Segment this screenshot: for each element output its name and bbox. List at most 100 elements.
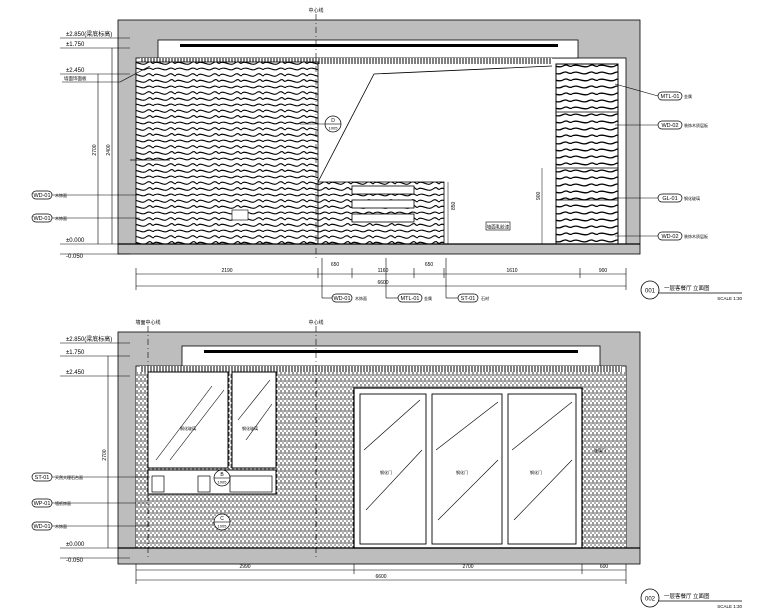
svg-text:WD-01: WD-01 (333, 296, 350, 302)
ceiling-trim (140, 58, 552, 64)
slope-line (317, 65, 553, 183)
svg-text:中心线: 中心线 (308, 319, 323, 326)
cabinet-drawer (351, 213, 415, 223)
vertical-dim-label: 2700 (92, 144, 98, 155)
svg-text:GL-01: GL-01 (662, 196, 677, 202)
svg-text:±2.450: ±2.450 (66, 370, 85, 376)
svg-text:1005: 1005 (218, 480, 228, 485)
callout-left-2: WD-01 木饰面 (31, 213, 140, 223)
callout-left-wd01: WD-01 木饰面 (31, 521, 150, 531)
callout-right-2: WD-02 装饰木质层板 (615, 120, 708, 130)
door-leaf-3 (507, 393, 577, 545)
svg-text:±1.750: ±1.750 (66, 350, 85, 356)
callout-left-1: WD-01 木饰面 (31, 190, 140, 200)
svg-text:1005: 1005 (218, 524, 228, 529)
dim-label: 1160 (378, 268, 389, 274)
svg-text:C: C (220, 516, 224, 522)
svg-text:2700: 2700 (462, 564, 473, 570)
glass-panel-left (147, 371, 229, 469)
wood-panel-left (135, 61, 319, 245)
level-markers: ±2.850(梁底标高) ±1.750 ±2.450 ±0.000 -0.050 (60, 335, 130, 564)
level-label: ±0.000 (66, 238, 85, 244)
callout-bottom-1: WD-01 木饰面 (321, 258, 367, 303)
ceiling-bulkhead (157, 39, 579, 59)
ceiling-trim (140, 366, 622, 372)
callout-right-3: GL-01 钢化玻璃 (615, 193, 700, 203)
title-block-001: 001 一层客餐厅 立面图 SCALE 1:30 (640, 280, 742, 301)
svg-text:石材: 石材 (481, 295, 489, 301)
svg-text:2990: 2990 (239, 564, 250, 570)
dim-label: 900 (599, 268, 608, 274)
svg-text:ST-01: ST-01 (35, 475, 50, 481)
elevation-001: 墙面乳胶漆 中心线 ±2.850(梁底标高) ±1.750 ±2.450 ±0.… (31, 7, 742, 303)
svg-text:金属: 金属 (424, 295, 432, 301)
svg-text:装饰木质层板: 装饰木质层板 (684, 233, 708, 239)
light-trough (180, 44, 558, 47)
svg-text:D: D (331, 118, 335, 124)
svg-text:±0.000: ±0.000 (66, 542, 85, 548)
svg-text:900: 900 (536, 191, 542, 200)
svg-text:SCALE 1:30: SCALE 1:30 (717, 296, 742, 301)
level-label: -0.050 (66, 254, 84, 260)
callout-right-1: MTL-01 金属 (614, 83, 692, 101)
ceiling-bulkhead (181, 345, 601, 367)
glass-label: 钢化玻璃 (180, 425, 196, 431)
svg-text:金属: 金属 (684, 93, 692, 99)
callout-left-st01: ST-01 天然大理石台面 (31, 472, 150, 482)
svg-text:WD-02: WD-02 (661, 234, 678, 240)
svg-text:B: B (220, 472, 224, 478)
title-block-002: 002 一层客餐厅 立面图 SCALE 1:30 (640, 588, 742, 609)
dimension-chain: 2990 2700 600 6600 (135, 564, 627, 584)
callout-right-4: WD-02 装饰木质层板 (615, 231, 708, 241)
cabinet-drawer (351, 199, 415, 209)
svg-text:墙面中心线: 墙面中心线 (135, 319, 160, 326)
level-label: ±2.450 (66, 68, 85, 74)
svg-text:6600: 6600 (375, 574, 386, 580)
callout-bottom-3: ST-01 石材 (445, 258, 489, 303)
svg-text:WD-01: WD-01 (33, 193, 50, 199)
svg-text:-0.050: -0.050 (66, 558, 84, 564)
svg-text:木饰面: 木饰面 (355, 295, 367, 301)
svg-text:WD-01: WD-01 (33, 216, 50, 222)
wall-label-box (485, 221, 511, 231)
dim-label: 650 (425, 262, 434, 268)
wall-label: 墙面乳胶漆 (487, 224, 510, 231)
svg-text:WD-01: WD-01 (33, 524, 50, 530)
svg-text:1005: 1005 (329, 126, 339, 131)
svg-text:600: 600 (600, 564, 609, 570)
svg-text:一层客餐厅 立面图: 一层客餐厅 立面图 (664, 284, 710, 292)
svg-text:WD-02: WD-02 (661, 123, 678, 129)
dim-label: 1610 (506, 268, 517, 274)
dim-label: 2190 (221, 268, 232, 274)
dim-label: 650 (331, 262, 340, 268)
door-label: 钢化门 (456, 469, 468, 475)
vertical-dim-label: 2400 (106, 144, 112, 155)
cabinet-drawer (351, 185, 415, 195)
glass-panel-small (231, 371, 277, 469)
dim-total: 6600 (377, 280, 388, 286)
level-markers: ±2.850(梁底标高) ±1.750 ±2.450 ±0.000 -0.050 (60, 30, 130, 260)
dimension-chain: 2190 650 1160 650 1610 900 6600 (135, 262, 627, 290)
svg-text:850: 850 (451, 201, 457, 210)
svg-text:WP-01: WP-01 (34, 501, 51, 507)
svg-text:002: 002 (645, 597, 656, 603)
wood-panel-right (555, 63, 619, 245)
svg-text:一层客餐厅 立面图: 一层客餐厅 立面图 (664, 592, 710, 600)
svg-text:ST-01: ST-01 (461, 296, 476, 302)
svg-text:MTL-01: MTL-01 (661, 94, 680, 100)
door-label: 钢化门 (530, 469, 542, 475)
glass-label: 钢化玻璃 (242, 425, 258, 431)
door-leaf-2 (431, 393, 503, 545)
callout-bottom-2: MTL-01 金属 (385, 258, 432, 303)
callout-left-wp01: WP-01 墙纸饰面 (31, 498, 150, 508)
svg-text:装饰木质层板: 装饰木质层板 (684, 122, 708, 128)
level-label: ±1.750 (66, 42, 85, 48)
left-note: 墙面饰面板 (64, 75, 87, 82)
right-mark: 玻璃门 (594, 447, 606, 453)
door-label: 钢化门 (380, 469, 392, 475)
svg-text:±2.850(梁底标高): ±2.850(梁底标高) (66, 335, 112, 343)
svg-text:001: 001 (645, 289, 656, 295)
level-label: ±2.850(梁底标高) (66, 30, 112, 38)
svg-text:MTL-01: MTL-01 (401, 296, 420, 302)
